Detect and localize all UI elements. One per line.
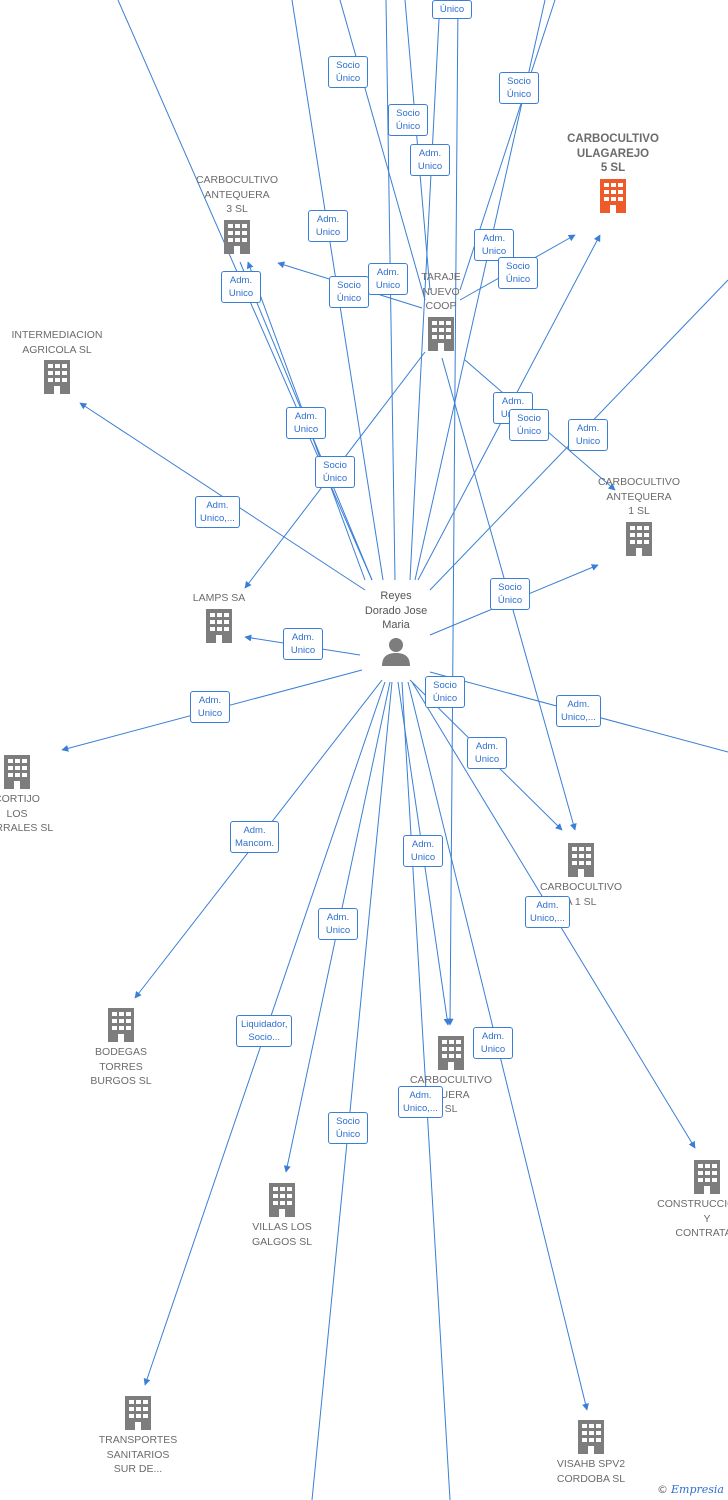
edge-label[interactable]: Socio Único <box>328 1112 368 1144</box>
person-name: Reyes Dorado Jose Maria <box>364 590 428 631</box>
company-name: VISAHB SPV2 CORDOBA SL <box>556 1458 626 1485</box>
brand-name: Empresia <box>671 1483 724 1496</box>
edge-label[interactable]: Adm. Unico <box>221 271 261 303</box>
edge <box>409 0 441 581</box>
building-icon <box>600 178 626 213</box>
edge-label[interactable]: Socio Único <box>499 72 539 104</box>
edge-label[interactable]: Único <box>432 0 472 19</box>
company-name: VILLAS LOS GALGOS SL <box>251 1221 313 1248</box>
edge-label[interactable]: Adm. Unico <box>473 1027 513 1059</box>
edge-label[interactable]: Adm. Unico <box>286 407 326 439</box>
company-node-ulagarejo[interactable]: CARBOCULTIVO ULAGAREJO 5 SL <box>548 132 678 216</box>
edge-label[interactable]: Socio Único <box>315 456 355 488</box>
person-icon <box>382 637 410 666</box>
building-icon <box>125 1396 151 1430</box>
company-node-visahb[interactable]: VISAHB SPV2 CORDOBA SL <box>526 1417 656 1486</box>
company-name: TARAJE NUEVO COOP <box>421 271 461 312</box>
person-node-center[interactable]: Reyes Dorado Jose Maria <box>331 589 461 669</box>
edge-label[interactable]: Socio Único <box>329 276 369 308</box>
building-icon <box>626 521 652 556</box>
edge-label[interactable]: Adm. Unico,... <box>195 496 240 528</box>
edge-label[interactable]: Liquidador, Socio... <box>236 1015 293 1047</box>
edge-label[interactable]: Adm. Unico,... <box>398 1086 443 1118</box>
company-node-cortijo[interactable]: CORTIJO LOS CARRALES SL <box>0 752 82 836</box>
building-icon <box>108 1008 134 1042</box>
company-name: CARBOCULTIVO ULAGAREJO 5 SL <box>567 133 659 174</box>
company-node-transportes[interactable]: TRANSPORTES SANITARIOS SUR DE... <box>73 1393 203 1477</box>
company-node-antequera1[interactable]: CARBOCULTIVO ANTEQUERA 1 SL <box>574 475 704 559</box>
company-name: CORTIJO LOS CARRALES SL <box>0 793 54 834</box>
company-name: CARBOCULTIVO ANTEQUERA 1 SL <box>597 476 681 517</box>
edge-label[interactable]: Adm. Unico <box>318 908 358 940</box>
building-icon <box>224 219 250 254</box>
building-icon <box>694 1160 720 1194</box>
edges <box>61 0 728 1500</box>
edge-label[interactable]: Adm. Unico <box>283 628 323 660</box>
edge-label[interactable]: Adm. Unico <box>368 263 408 295</box>
building-icon <box>269 1183 295 1217</box>
company-name: INTERMEDIACION AGRICOLA SL <box>11 329 103 356</box>
company-name: TRANSPORTES SANITARIOS SUR DE... <box>98 1434 178 1475</box>
edge-label[interactable]: Adm. Mancom. <box>230 821 280 853</box>
edge-label[interactable]: Socio Único <box>490 578 530 610</box>
company-name: BODEGAS TORRES BURGOS SL <box>90 1046 152 1087</box>
edge <box>311 681 393 1500</box>
edge-label[interactable]: Adm. Unico <box>568 419 608 451</box>
edge-label[interactable]: Adm. Unico <box>308 210 348 242</box>
edge-label[interactable]: Adm. Unico <box>410 144 450 176</box>
edge-label[interactable]: Adm. Unico <box>474 229 514 261</box>
building-icon <box>428 316 454 351</box>
brand-watermark: ©Empresia <box>657 1483 724 1496</box>
company-node-lamps[interactable]: LAMPS SA <box>154 591 284 646</box>
company-node-antequera3[interactable]: CARBOCULTIVO ANTEQUERA 3 SL <box>172 173 302 257</box>
building-icon <box>578 1420 604 1454</box>
edge-label[interactable]: Socio Único <box>425 676 465 708</box>
edge-label[interactable]: Adm. Unico,... <box>556 695 601 727</box>
company-node-construcciones[interactable]: CONSTRUCCIONES Y CONTRATAS <box>642 1157 728 1241</box>
company-name: LAMPS SA <box>192 592 246 604</box>
company-node-intermediacion[interactable]: INTERMEDIACION AGRICOLA SL <box>0 328 122 397</box>
edge-label[interactable]: Socio Único <box>388 104 428 136</box>
copyright-symbol: © <box>657 1483 668 1496</box>
company-node-taraje[interactable]: TARAJE NUEVO COOP <box>376 270 506 354</box>
edge-label[interactable]: Socio Único <box>498 257 538 289</box>
company-name: CONSTRUCCIONES Y CONTRATAS <box>657 1198 728 1239</box>
company-node-carbocultivo-a1[interactable]: CARBOCULTIVO A 1 SL <box>516 840 646 909</box>
building-icon <box>44 360 70 394</box>
building-icon <box>438 1036 464 1070</box>
company-node-bodegas[interactable]: BODEGAS TORRES BURGOS SL <box>56 1005 186 1089</box>
building-icon <box>206 608 232 643</box>
edge-label[interactable]: Adm. Unico,... <box>525 896 570 928</box>
edge <box>339 0 426 301</box>
company-node-villas[interactable]: VILLAS LOS GALGOS SL <box>217 1180 347 1249</box>
edge-label[interactable]: Adm. Unico <box>403 835 443 867</box>
building-icon <box>4 755 30 789</box>
building-icon <box>568 843 594 877</box>
company-name: CARBOCULTIVO ANTEQUERA 3 SL <box>195 174 279 215</box>
edge-label[interactable]: Socio Único <box>509 409 549 441</box>
edge-label[interactable]: Socio Único <box>328 56 368 88</box>
edge-label[interactable]: Adm. Unico <box>467 737 507 769</box>
edge-label[interactable]: Adm. Unico <box>190 691 230 723</box>
